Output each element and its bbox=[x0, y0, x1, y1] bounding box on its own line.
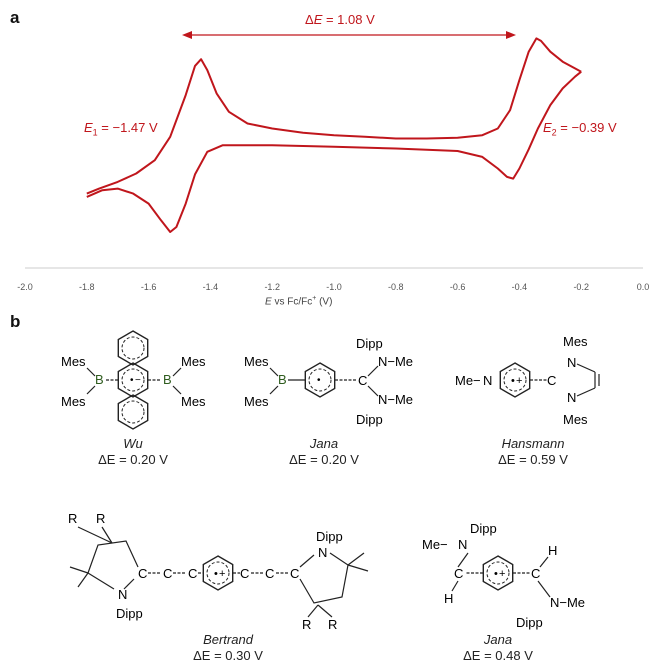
svg-text:Mes: Mes bbox=[563, 412, 588, 427]
svg-text:+: + bbox=[516, 375, 522, 387]
svg-text:Mes: Mes bbox=[181, 354, 206, 369]
svg-text:Mes: Mes bbox=[61, 394, 86, 409]
svg-text:H: H bbox=[548, 543, 557, 558]
svg-text:C: C bbox=[163, 566, 172, 581]
x-tick-label: -0.6 bbox=[450, 282, 466, 292]
svg-text:•: • bbox=[214, 568, 218, 580]
svg-text:N: N bbox=[483, 373, 492, 388]
svg-text:R: R bbox=[96, 511, 105, 526]
svg-text:N−Me: N−Me bbox=[378, 392, 413, 407]
svg-text:Dipp: Dipp bbox=[470, 521, 497, 536]
cv-forward-scan bbox=[86, 37, 582, 195]
x-tick-label: -1.2 bbox=[264, 282, 280, 292]
cv-chart: -2.0 -1.8 -1.6 -1.4 -1.2 -1.0 -0.8 -0.6 -0.4 -0.2… bbox=[17, 31, 650, 292]
svg-text:C: C bbox=[454, 566, 463, 581]
svg-text:•: • bbox=[511, 375, 515, 387]
svg-text:C: C bbox=[290, 566, 299, 581]
svg-text:Mes: Mes bbox=[181, 394, 206, 409]
svg-text:Dipp: Dipp bbox=[356, 412, 383, 427]
svg-text:−: − bbox=[135, 375, 141, 386]
svg-text:R: R bbox=[328, 617, 337, 632]
structure-bertrand: • + C C C C C C N Dipp R R N Dipp R R bbox=[68, 511, 369, 632]
svg-text:N−Me: N−Me bbox=[378, 354, 413, 369]
x-tick-label: -0.2 bbox=[573, 282, 589, 292]
svg-text:N: N bbox=[458, 537, 467, 552]
svg-text:Me−: Me− bbox=[422, 537, 448, 552]
e2-label: E2 = −0.39 V bbox=[543, 120, 617, 138]
x-tick-label: -1.4 bbox=[203, 282, 219, 292]
x-tick-label: 0.0 bbox=[637, 282, 650, 292]
x-tick-label: -1.0 bbox=[326, 282, 342, 292]
cv-reverse-scan bbox=[86, 70, 582, 233]
svg-text:+: + bbox=[219, 568, 225, 580]
svg-text:Dipp: Dipp bbox=[516, 615, 543, 630]
svg-text:N: N bbox=[567, 390, 576, 405]
svg-text:Dipp: Dipp bbox=[316, 529, 343, 544]
x-tick-label: -0.4 bbox=[512, 282, 528, 292]
x-tick-label: -2.0 bbox=[17, 282, 33, 292]
svg-text:N: N bbox=[318, 545, 327, 560]
panel-label-b: b bbox=[10, 312, 21, 331]
panel-label-a: a bbox=[10, 8, 20, 27]
svg-text:C: C bbox=[265, 566, 274, 581]
svg-text:B: B bbox=[95, 372, 104, 387]
structure-jana-2: • + C N Me− Dipp H C H N−Me Dipp bbox=[422, 521, 585, 630]
structure-jana-1: • B Mes Mes C N−Me N−Me Dipp Dipp bbox=[244, 336, 413, 427]
svg-text:Dipp: Dipp bbox=[116, 606, 143, 621]
structures: • − B B Mes Mes Mes Mes • B Mes Mes C N−… bbox=[61, 330, 600, 632]
svg-text:Dipp: Dipp bbox=[356, 336, 383, 351]
svg-text:C: C bbox=[138, 566, 147, 581]
svg-text:Me−: Me− bbox=[455, 373, 481, 388]
svg-text:N−Me: N−Me bbox=[550, 595, 585, 610]
svg-text:+: + bbox=[499, 568, 505, 580]
x-tick-label: -1.8 bbox=[79, 282, 95, 292]
x-axis-label: E vs Fc/Fc+ (V) bbox=[265, 295, 333, 308]
svg-text:Mes: Mes bbox=[244, 354, 269, 369]
structure-wu: • − B B Mes Mes Mes Mes bbox=[61, 330, 206, 430]
svg-text:Mes: Mes bbox=[244, 394, 269, 409]
svg-text:C: C bbox=[188, 566, 197, 581]
svg-text:R: R bbox=[302, 617, 311, 632]
svg-text:•: • bbox=[130, 375, 134, 386]
svg-text:B: B bbox=[163, 372, 172, 387]
svg-text:B: B bbox=[278, 372, 287, 387]
structure-hansmann: • + N Me− C N N Mes Mes bbox=[455, 334, 600, 427]
svg-text:C: C bbox=[531, 566, 540, 581]
svg-text:R: R bbox=[68, 511, 77, 526]
e1-label: E1 = −1.47 V bbox=[84, 120, 158, 138]
svg-text:H: H bbox=[444, 591, 453, 606]
delta-e-arrow bbox=[182, 31, 516, 39]
delta-e-label: ΔE = 1.08 V bbox=[305, 12, 375, 27]
x-tick-label: -1.6 bbox=[141, 282, 157, 292]
svg-text:C: C bbox=[547, 373, 556, 388]
x-tick-label: -0.8 bbox=[388, 282, 404, 292]
svg-text:Mes: Mes bbox=[563, 334, 588, 349]
svg-text:C: C bbox=[358, 373, 367, 388]
svg-text:•: • bbox=[317, 375, 321, 386]
svg-text:C: C bbox=[240, 566, 249, 581]
svg-text:Mes: Mes bbox=[61, 354, 86, 369]
svg-text:N: N bbox=[567, 355, 576, 370]
svg-text:N: N bbox=[118, 587, 127, 602]
svg-text:•: • bbox=[494, 568, 498, 580]
